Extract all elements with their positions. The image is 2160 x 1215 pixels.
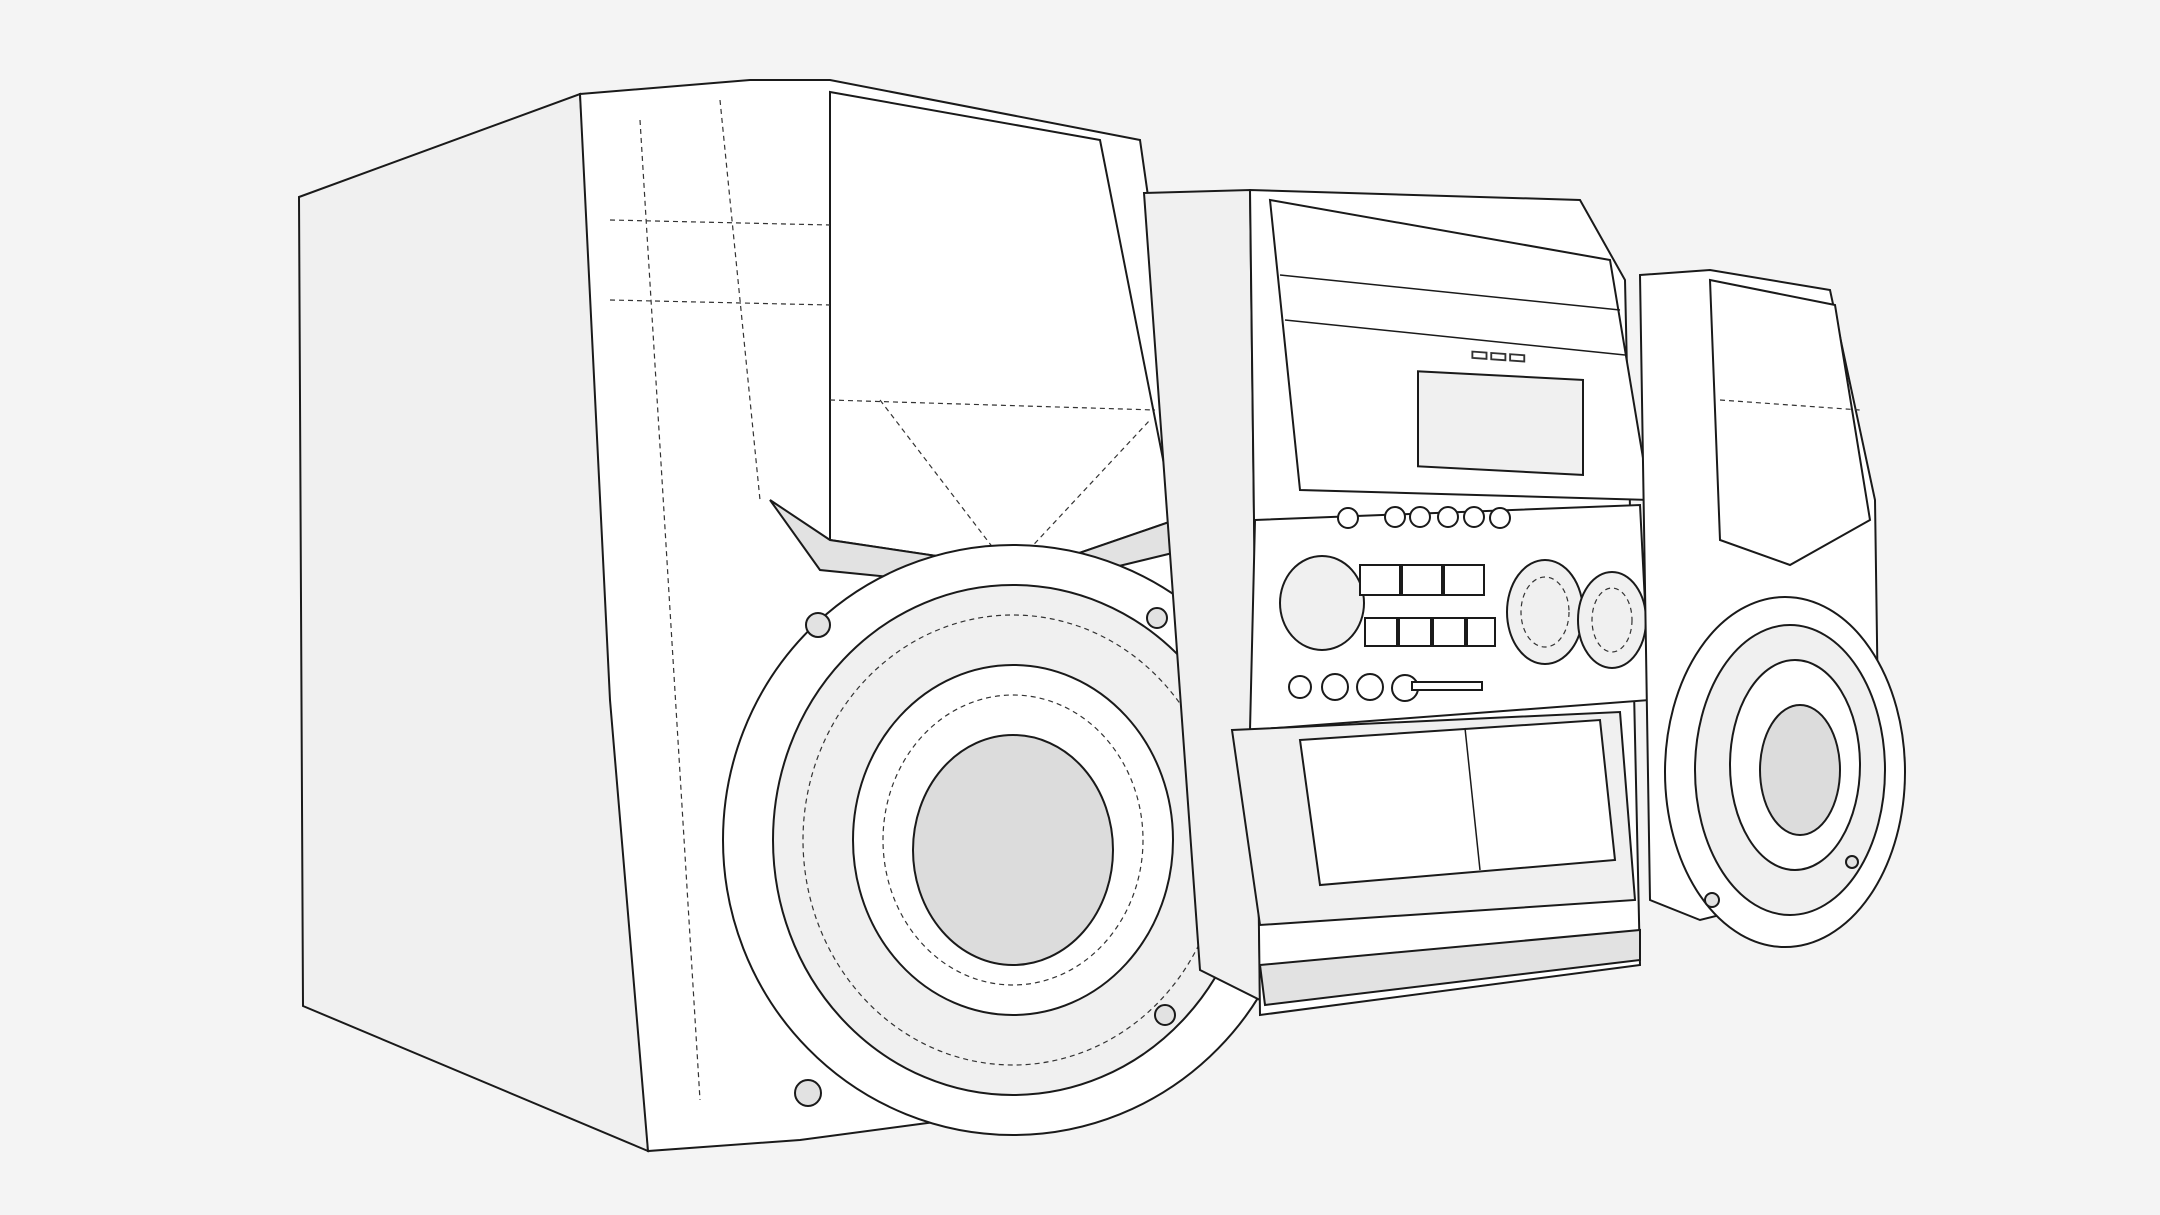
function-buttons [1359,564,1496,647]
knob-icon[interactable] [1356,673,1384,701]
knob-icon[interactable] [1409,506,1431,528]
knob-icon[interactable] [1384,506,1406,528]
left-woofer-dustcap [912,734,1114,966]
brand-logo: ▭▭▭ [1470,343,1527,369]
center-unit: ▭▭▭ [1142,188,1652,1017]
function-button[interactable] [1359,564,1401,596]
center-unit-base [1258,928,1641,1007]
slot-indicator [1411,681,1483,691]
jog-dial-right[interactable] [1577,571,1647,669]
function-button[interactable] [1432,617,1466,647]
knob-icon[interactable] [1288,675,1312,699]
knob-icon[interactable] [1337,507,1359,529]
screw-icon [805,612,831,638]
knob-icon[interactable] [1437,506,1459,528]
function-button[interactable] [1466,617,1496,647]
screw-icon [1146,607,1168,629]
screw-icon [1704,892,1720,908]
right-woofer-dustcap [1759,704,1841,836]
knob-icon[interactable] [1489,507,1511,529]
knob-icon[interactable] [1463,506,1485,528]
jog-dial-left[interactable] [1506,559,1584,665]
cassette-door [1298,718,1617,887]
screw-icon [1845,855,1859,869]
function-button[interactable] [1364,617,1398,647]
left-speaker [297,79,1304,1153]
knob-icon[interactable] [1321,673,1349,701]
right-speaker [1638,268,1906,948]
screw-icon [1154,1004,1176,1026]
screw-icon [794,1079,822,1107]
function-button[interactable] [1398,617,1432,647]
button-row-top [1337,506,1511,529]
display-window [1417,370,1584,477]
function-button[interactable] [1443,564,1485,596]
volume-knob[interactable] [1279,555,1365,651]
right-speaker-tweeter-housing [1708,278,1872,567]
function-button[interactable] [1401,564,1443,596]
